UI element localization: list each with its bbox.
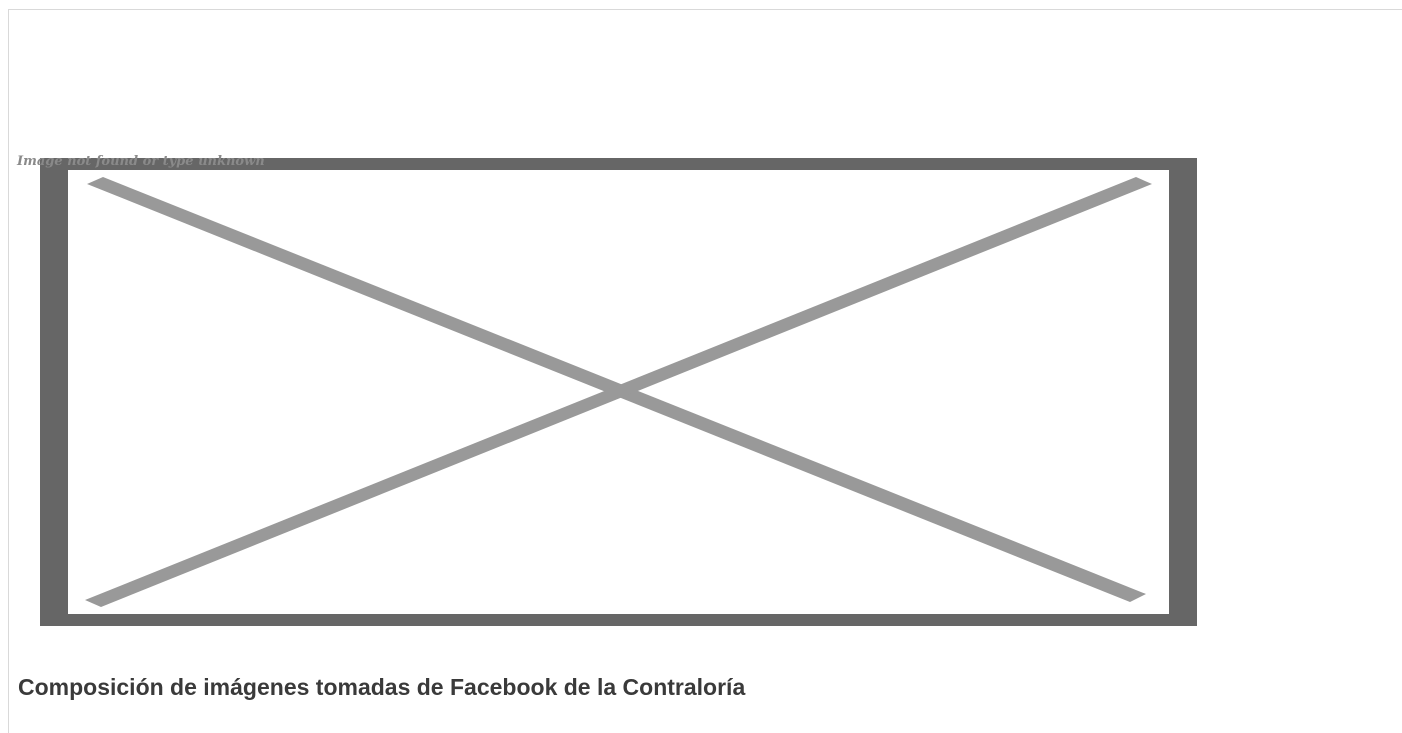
cross-line-ascending xyxy=(85,177,1152,607)
broken-image-icon xyxy=(40,158,1197,626)
image-caption: Composición de imágenes tomadas de Faceb… xyxy=(18,674,746,700)
broken-image xyxy=(40,158,1197,626)
image-alt-text: Image not found or type unknown xyxy=(17,154,265,169)
content-frame xyxy=(8,9,1402,733)
